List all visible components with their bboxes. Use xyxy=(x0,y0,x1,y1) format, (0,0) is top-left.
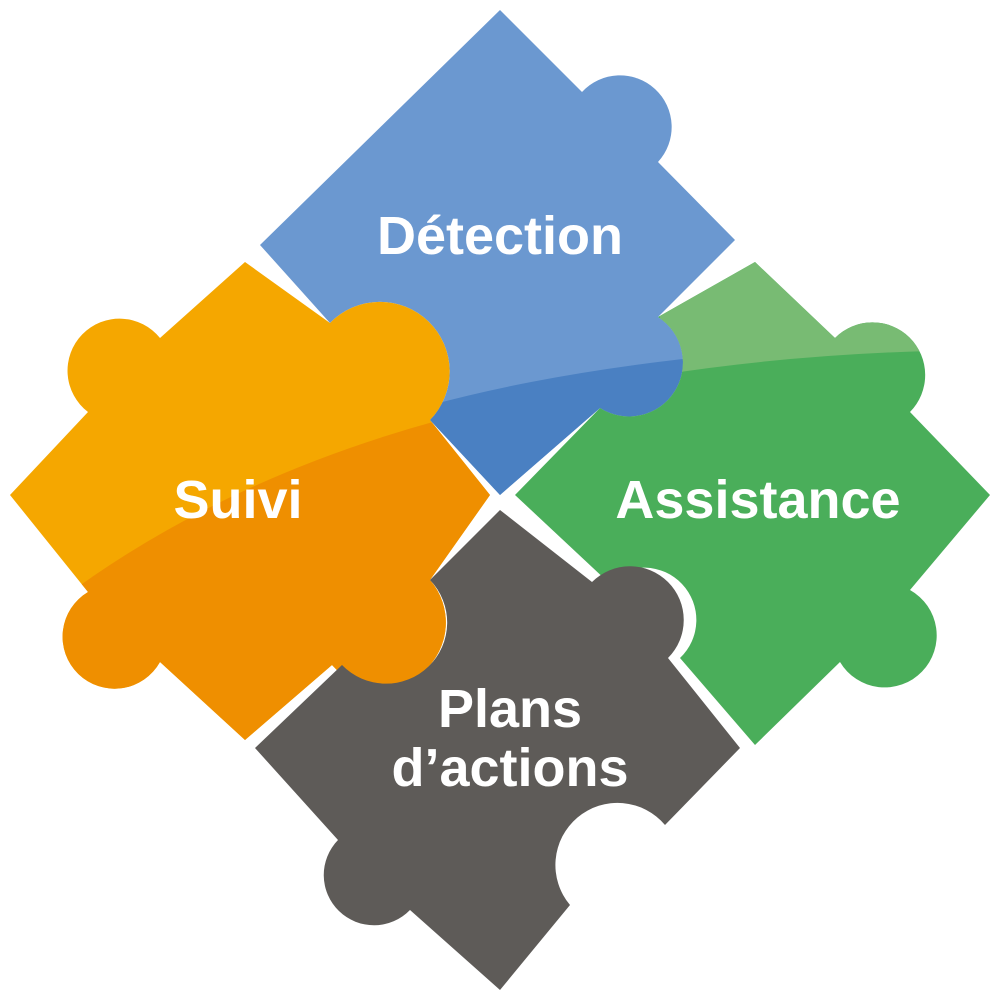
assistance-label: Assistance xyxy=(615,470,900,530)
puzzle-piece-suivi: Suivi xyxy=(10,262,490,740)
suivi-label: Suivi xyxy=(173,470,302,530)
plans-actions-piece-shape xyxy=(255,510,740,990)
suivi-shading xyxy=(60,420,490,740)
puzzle-piece-plans-actions: Plans d’actions xyxy=(255,510,740,990)
plans-actions-label-line1: Plans xyxy=(438,679,582,739)
assistance-piece-shape xyxy=(515,262,990,745)
detection-label: Détection xyxy=(377,206,623,266)
plans-actions-label-line2: d’actions xyxy=(391,738,628,798)
